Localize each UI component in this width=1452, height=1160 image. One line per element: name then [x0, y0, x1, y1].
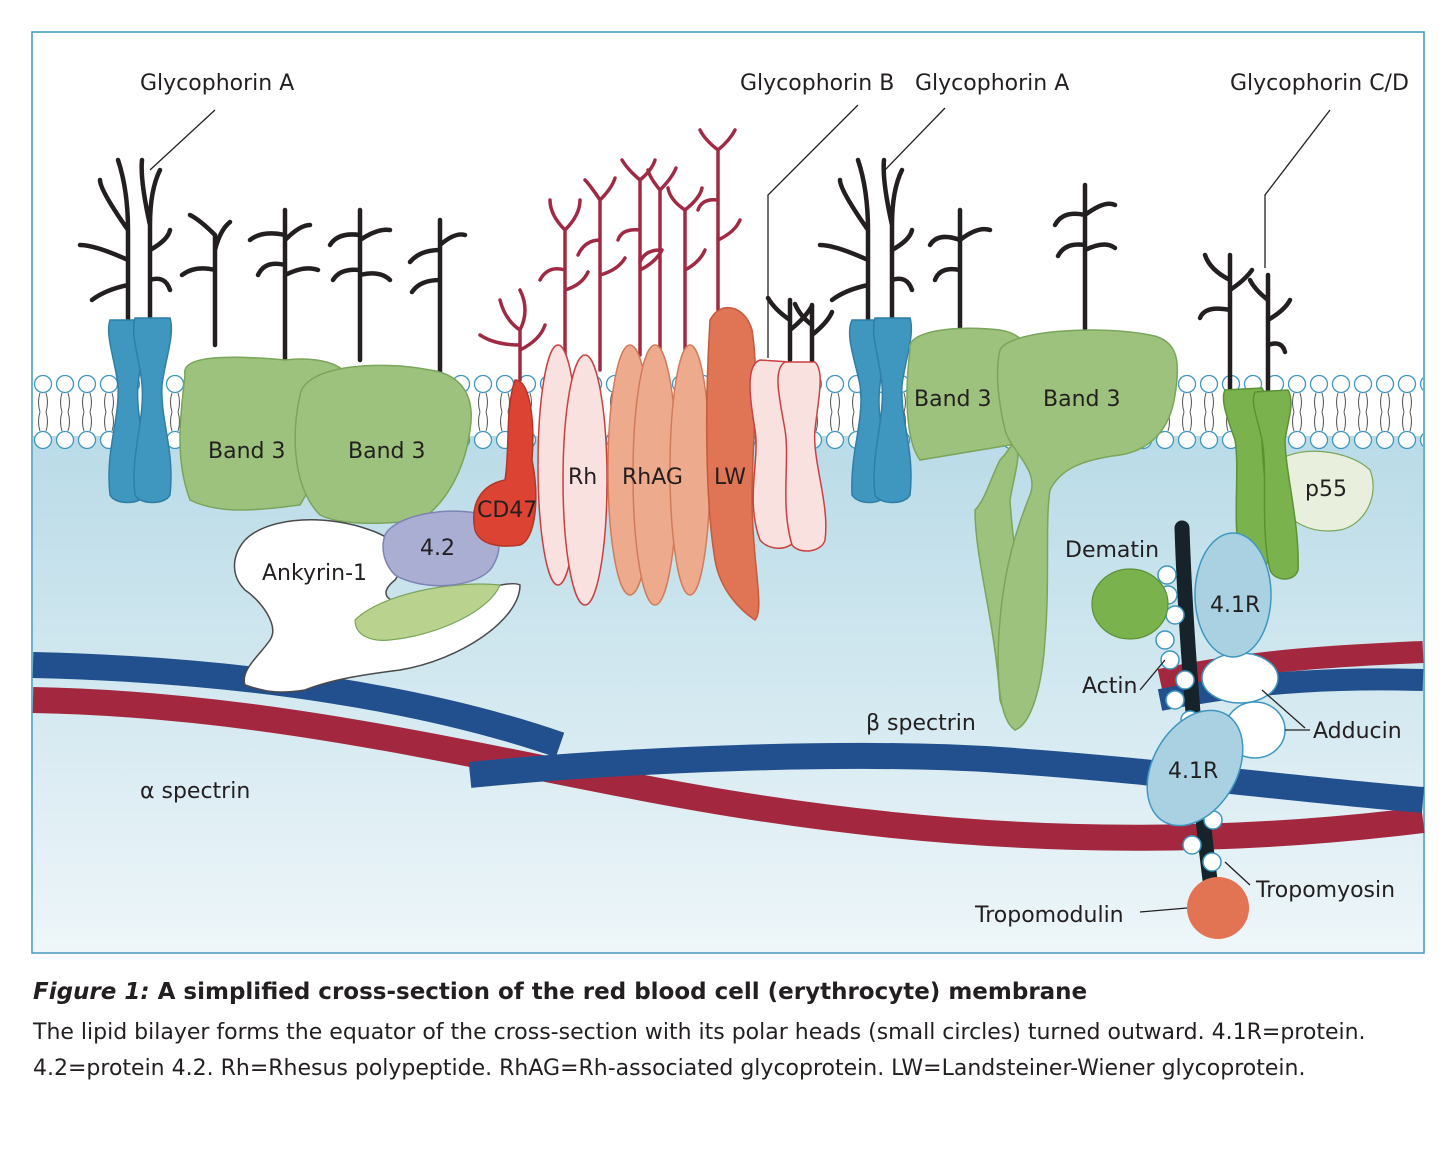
label-glycophorin-a-left: Glycophorin A [140, 71, 294, 96]
rh-shape-2 [562, 354, 608, 606]
actin-bead [1155, 630, 1175, 650]
label-4-1r-top: 4.1R [1210, 593, 1260, 618]
glycan-chains-black [77, 157, 1293, 398]
actin-bead [1165, 605, 1185, 625]
band3-right-group [906, 327, 1179, 731]
actin-bead [1175, 670, 1195, 690]
beta-spectrin-strand-2 [468, 742, 1425, 813]
rh-complex [537, 306, 760, 621]
caption-title-line: Figure 1: A simplified cross-section of … [33, 975, 1423, 1009]
actin-bead [1157, 565, 1177, 585]
label-band3-1: Band 3 [208, 439, 285, 464]
band3-shape-2 [294, 364, 472, 524]
lw-shape [705, 306, 760, 621]
label-dematin: Dematin [1065, 538, 1159, 563]
dematin-shape [1091, 568, 1169, 640]
glycophorin-b [749, 359, 827, 552]
label-glycophorin-cd: Glycophorin C/D [1230, 71, 1409, 96]
adducin-shape-1 [1201, 652, 1279, 704]
label-lw: LW [714, 465, 746, 490]
glycophorin-cd [1222, 387, 1299, 580]
label-rh: Rh [568, 465, 597, 490]
label-glycophorin-a-right: Glycophorin A [915, 71, 1069, 96]
label-rhag: RhAG [622, 465, 683, 490]
label-p55: p55 [1305, 477, 1347, 502]
label-protein-4-2: 4.2 [420, 536, 455, 561]
protein-4-1r-top-shape [1194, 532, 1272, 658]
actin-bead [1182, 835, 1202, 855]
glycan-chains-red [478, 128, 742, 382]
figure-caption: Figure 1: A simplified cross-section of … [33, 975, 1423, 1087]
caption-body: The lipid bilayer forms the equator of t… [33, 1020, 1366, 1081]
label-glycophorin-b: Glycophorin B [740, 71, 894, 96]
beta-spectrin-strand-1 [32, 652, 565, 758]
label-tropomyosin: Tropomyosin [1255, 878, 1395, 903]
actin-filament [1174, 520, 1218, 888]
band3-shape-4 [996, 329, 1179, 731]
label-4-1r-bottom: 4.1R [1168, 759, 1218, 784]
label-band3-3: Band 3 [914, 387, 991, 412]
glycophorin-a-left [107, 317, 173, 504]
caption-figure-number: Figure 1: [33, 979, 150, 1005]
glycophorin-cd-shape-2 [1252, 389, 1299, 580]
actin-bead [1160, 650, 1180, 670]
label-alpha-spectrin: α spectrin [140, 779, 250, 804]
label-cd47: CD47 [477, 498, 537, 523]
caption-title: A simplified cross-section of the red bl… [157, 979, 1088, 1005]
tropomodulin-shape [1187, 877, 1249, 939]
protein-4-1r-bottom-shape [1146, 709, 1244, 827]
label-ankyrin: Ankyrin-1 [262, 561, 367, 586]
label-tropomodulin: Tropomodulin [974, 903, 1124, 928]
actin-bead [1165, 690, 1185, 710]
rbc-membrane-diagram: Glycophorin A Glycophorin B Glycophorin … [31, 31, 1425, 954]
actin-bead [1202, 852, 1222, 872]
glycophorin-a-right-shape-2 [872, 317, 913, 504]
label-actin: Actin [1082, 674, 1137, 699]
band3-left-group [179, 356, 472, 524]
leader-lines [149, 104, 1331, 913]
ankyrin-domain-shape [354, 583, 501, 641]
label-beta-spectrin: β spectrin [866, 711, 976, 736]
protein-4-2-shape [382, 510, 500, 587]
labels: Glycophorin A Glycophorin B Glycophorin … [140, 71, 1409, 928]
glycophorin-a-left-shape-2 [132, 317, 173, 504]
label-band3-4: Band 3 [1043, 387, 1120, 412]
glycophorin-b-shape-2 [777, 361, 827, 552]
label-band3-2: Band 3 [348, 439, 425, 464]
glycophorin-a-right [848, 317, 913, 504]
cd47-shape [473, 379, 537, 547]
label-adducin: Adducin [1313, 719, 1402, 744]
